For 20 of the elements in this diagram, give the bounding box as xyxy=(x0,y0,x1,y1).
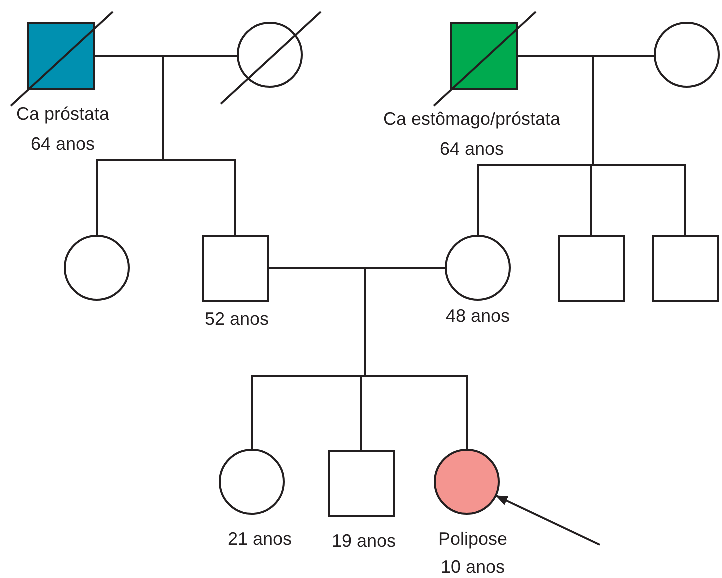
male-square xyxy=(652,235,719,302)
pedigree-line xyxy=(269,268,468,449)
age-label: 10 anos xyxy=(440,556,506,578)
diagnosis-label: Ca próstata xyxy=(16,103,110,125)
pedigree-line xyxy=(518,55,686,235)
diagnosis-label: Ca estômago/próstata xyxy=(383,108,561,130)
age-label: 64 anos xyxy=(440,138,504,160)
male-square xyxy=(450,22,518,90)
age-label: 48 anos xyxy=(446,305,510,327)
diagnosis-label: Polipose xyxy=(438,528,508,550)
age-label: 52 anos xyxy=(204,308,270,330)
age-label: 19 anos xyxy=(332,530,396,552)
age-label: 21 anos xyxy=(228,528,292,550)
pointer-arrow xyxy=(496,495,600,546)
male-square xyxy=(27,22,95,90)
pedigree-line xyxy=(95,55,236,235)
male-square xyxy=(328,450,395,517)
male-square xyxy=(558,235,625,302)
age-label: 64 anos xyxy=(30,133,96,155)
male-square xyxy=(202,235,269,302)
